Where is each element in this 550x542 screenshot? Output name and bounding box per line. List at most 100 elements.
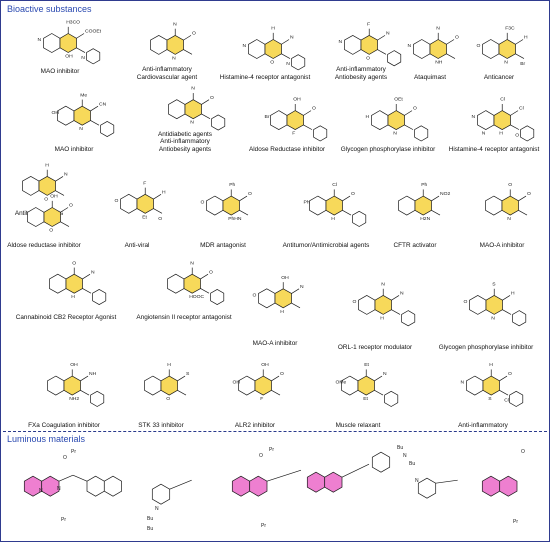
benzo-ring	[309, 195, 327, 216]
atom-label: F3C	[505, 25, 515, 31]
atom-label: N	[472, 114, 476, 120]
substituent-ring	[92, 288, 107, 305]
compound-caption: Anti-inflammatory Antiobesity agents	[334, 66, 388, 81]
benzo-ring	[485, 195, 503, 216]
quinoxalinone-ring	[264, 39, 282, 59]
quinoxalinone-ring	[429, 39, 447, 59]
side-chain-bond	[281, 53, 291, 59]
atom-label: N	[173, 21, 177, 27]
atom-label: OH	[50, 193, 58, 199]
fluorophore-ring	[324, 471, 343, 493]
atom-label: OH	[52, 110, 60, 116]
atom-label: O	[44, 196, 48, 202]
compound-caption: Aldose reductase inhibitor	[7, 241, 81, 249]
atom-label: N	[436, 25, 440, 31]
side-chain-bond	[201, 113, 211, 120]
atom-label: Bu	[397, 445, 403, 451]
atom-label: O	[508, 182, 512, 188]
atom-label: Et	[363, 396, 368, 402]
carbonyl-bond	[201, 99, 210, 105]
atom-label: O	[158, 216, 162, 222]
side-chain-bond	[499, 390, 509, 396]
benzo-ring	[398, 195, 416, 216]
compound-caption: Angiotensin II receptor antagonist	[136, 313, 232, 321]
carbonyl-bond	[271, 375, 280, 382]
atom-label: N	[286, 61, 290, 67]
quinoxalinone-ring	[374, 294, 392, 315]
compound-caption: Antidiabetic agents Anti-inflammatory An…	[157, 130, 212, 153]
atom-label: Pr	[513, 519, 518, 525]
atom-label: Br	[265, 114, 270, 120]
compound-caption: Histamine-4 receptor antagonist	[219, 73, 311, 81]
atom-label: Bu	[147, 516, 153, 522]
atom-label: Bu	[147, 526, 153, 532]
fluorophore-ring	[249, 475, 268, 497]
quinoxalinone-ring	[360, 34, 378, 55]
carbonyl-bond	[60, 207, 69, 213]
quinoxalinone-ring	[387, 110, 405, 130]
atom-label: O	[508, 371, 512, 377]
substituent-ring	[313, 125, 328, 142]
side-chain-bond	[303, 124, 313, 130]
compound-structure: NON	[150, 21, 196, 61]
compound-structure: HSO	[144, 362, 190, 402]
atom-label: S	[488, 396, 492, 402]
atom-label: OEt	[394, 97, 403, 103]
compound-structure: NON	[168, 86, 226, 131]
atom-label: H	[331, 216, 335, 222]
benzo-ring	[413, 39, 431, 59]
atom-label: Ph	[229, 182, 235, 188]
carbonyl-bond	[342, 195, 351, 202]
atom-label: Pr	[261, 523, 266, 529]
atom-label: O	[527, 191, 531, 197]
benzo-ring	[167, 273, 185, 294]
quinoxalinone-ring	[136, 193, 154, 214]
atom-label: N	[190, 120, 194, 126]
atom-label: Me	[80, 92, 87, 98]
atom-label: N	[64, 171, 68, 177]
atom-label: OH	[293, 97, 301, 103]
atom-label: HOOC	[189, 294, 204, 300]
side-chain-bond	[342, 210, 352, 216]
benzo-ring	[469, 294, 487, 315]
side-chain-bond	[377, 49, 387, 55]
substituent-ring	[210, 288, 225, 305]
compound-caption: MAO inhibitor	[54, 145, 94, 153]
atom-label: N	[504, 59, 508, 65]
atom-label: N	[491, 315, 495, 321]
compound-caption: MAO-A inhibitor	[479, 241, 525, 249]
luminous-section-title: Luminous materials	[7, 434, 86, 444]
carbonyl-bond	[510, 110, 519, 116]
benzo-ring	[150, 34, 168, 55]
benzo-ring	[258, 288, 276, 309]
atom-label: N	[290, 35, 294, 41]
substituent-ring	[414, 125, 429, 142]
compound-caption: Ataquimast	[414, 73, 446, 81]
atom-label: O	[69, 203, 73, 209]
carbonyl-bond	[153, 194, 162, 200]
atom-label: NO2	[440, 191, 450, 197]
benzo-ring	[27, 207, 45, 227]
atom-label: Pr	[269, 447, 274, 453]
carbonyl-bond	[303, 110, 312, 116]
atom-label: OH	[65, 53, 73, 59]
carbonyl-bond	[183, 35, 192, 41]
carbonyl-bond	[431, 195, 440, 202]
atom-label: Ph	[421, 182, 427, 188]
benzo-ring	[358, 294, 376, 315]
benzo-ring	[371, 110, 389, 130]
